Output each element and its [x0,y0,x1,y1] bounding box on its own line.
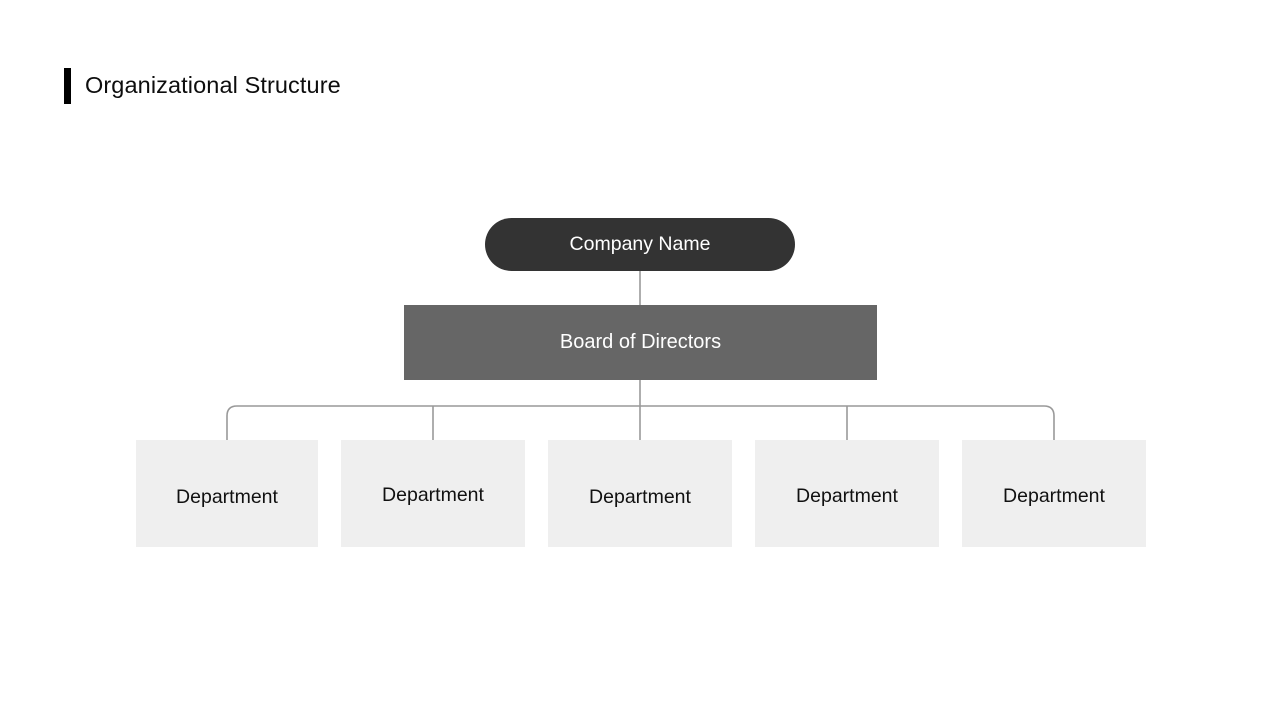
org-node-board-label: Board of Directors [559,331,722,353]
connector-bus [226,405,1055,440]
org-node-company[interactable]: Company Name [485,218,795,271]
page-title-text: Organizational Structure [85,72,341,99]
org-node-department-2-label: Department [382,484,484,506]
org-node-department-4[interactable]: Department [755,440,939,547]
org-node-department-4-label: Department [796,485,898,507]
title-accent-bar [64,68,71,104]
org-node-department-1-label: Department [176,486,278,508]
org-node-department-1[interactable]: Department [136,440,318,547]
org-node-department-2[interactable]: Department [341,440,525,547]
org-node-company-label: Company Name [569,233,711,255]
org-node-board-of-directors[interactable]: Board of Directors [404,305,877,380]
org-node-department-5-label: Department [1003,485,1105,507]
org-node-department-3[interactable]: Department [548,440,732,547]
page-title: Organizational Structure [64,68,341,104]
org-node-department-3-label: Department [589,486,691,508]
org-node-department-5[interactable]: Department [962,440,1146,547]
